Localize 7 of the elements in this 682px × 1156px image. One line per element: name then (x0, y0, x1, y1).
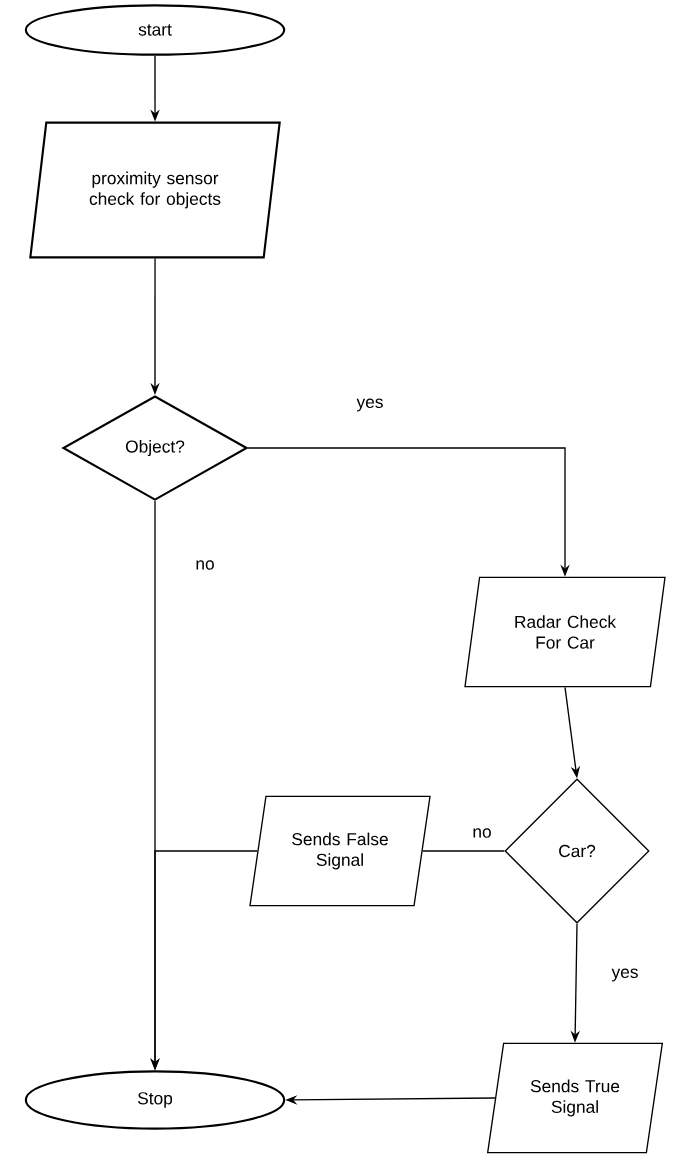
edge-label: no (471, 826, 493, 840)
data-parallelogram: Radar Check For Car (464, 576, 666, 688)
edge-label: yes (355, 397, 385, 413)
data-parallelogram: Sends False Signal (249, 795, 431, 907)
edge-label: yes (610, 967, 640, 983)
data-parallelogram: proximity sensor check for objects (29, 121, 281, 259)
edge-label: no (194, 558, 216, 572)
